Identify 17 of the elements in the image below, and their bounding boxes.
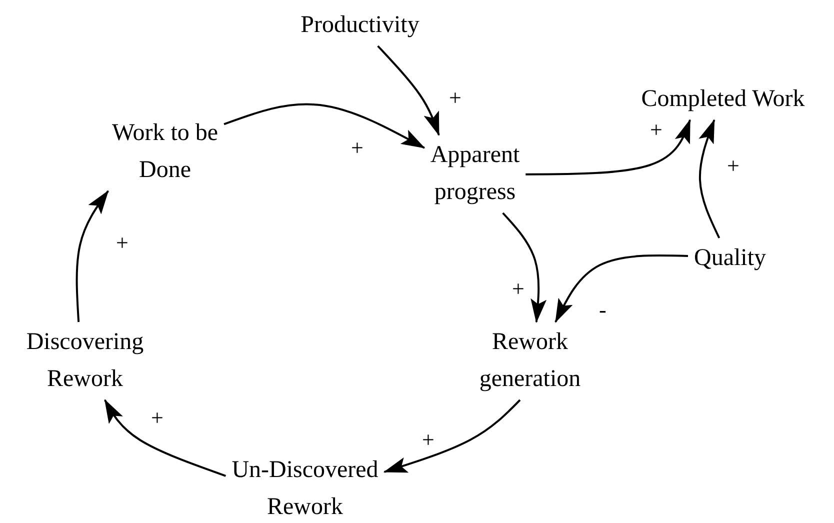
arrow [698,119,720,238]
variable-label: Completed Work [613,81,833,118]
arrow [383,399,521,473]
variable-label: Productivity [280,7,440,44]
arrow [526,119,691,176]
variable-label: Quality [675,240,785,277]
arrow [502,212,547,323]
arrow [554,254,688,323]
arrow [104,399,226,477]
variable-label: Rework generation [465,324,595,398]
variable-label: Work to be Done [100,115,230,189]
arrow [76,190,109,322]
variable-label: Un-Discovered Rework [220,452,390,523]
variable-label: Discovering Rework [15,324,155,398]
variable-label: Apparent progress [415,137,535,211]
arrow [224,103,426,149]
arrow [377,45,440,136]
